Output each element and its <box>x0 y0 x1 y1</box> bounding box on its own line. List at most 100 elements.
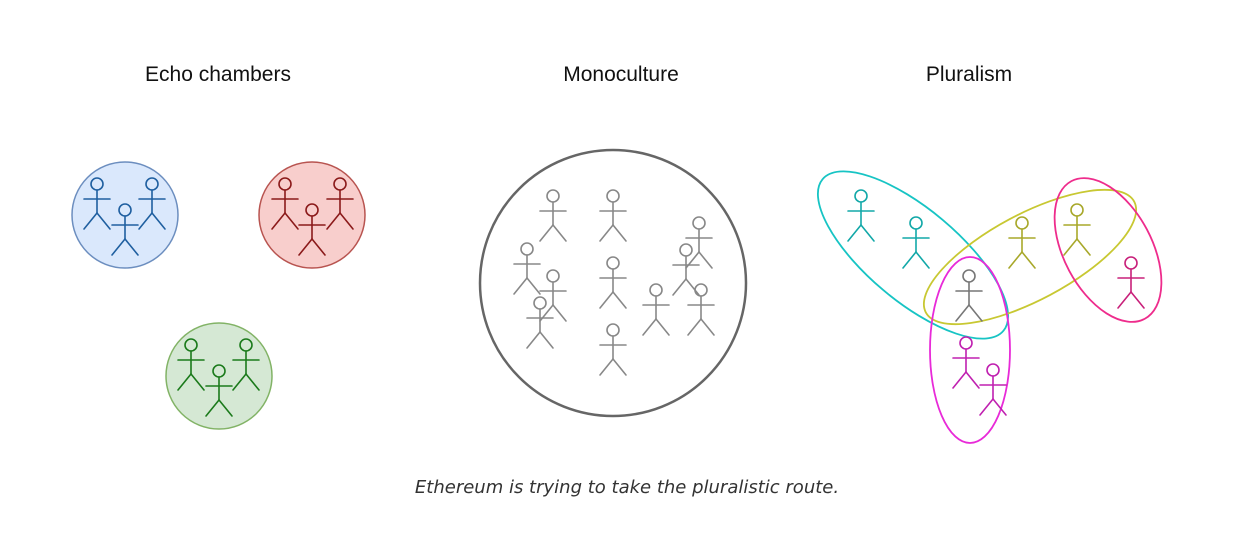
person-limb <box>526 331 541 349</box>
person-limb <box>612 358 627 376</box>
cyan-group-people <box>847 189 930 269</box>
green-person-icon <box>177 338 205 391</box>
person-limb <box>952 371 967 389</box>
olive-group-people <box>1008 203 1091 269</box>
person-head <box>1124 256 1138 270</box>
person-limb <box>902 251 917 269</box>
person-head <box>909 216 923 230</box>
cyan-person-icon <box>847 189 875 242</box>
person-limb <box>599 291 614 309</box>
person-limb <box>612 291 627 309</box>
person-limb <box>151 212 166 230</box>
person-limb <box>700 318 715 336</box>
red-group-people <box>271 177 354 256</box>
person-limb <box>860 224 875 242</box>
person-limb <box>190 373 205 391</box>
panel-title-monoculture: Monoculture <box>563 63 679 86</box>
pluralism-panel <box>816 170 1163 444</box>
person-limb <box>552 304 567 322</box>
person-limb <box>513 277 528 295</box>
echo-chambers-panel <box>71 161 366 430</box>
person-limb <box>687 318 702 336</box>
gray-person-icon <box>599 189 627 242</box>
person-limb <box>218 399 233 417</box>
person-limb <box>915 251 930 269</box>
person-limb <box>1008 251 1023 269</box>
person-limb <box>655 318 670 336</box>
person-limb <box>1063 238 1078 256</box>
gray-person-icon <box>513 242 541 295</box>
gray-person-icon <box>687 283 715 336</box>
pink-person-icon <box>1117 256 1145 309</box>
blue-person-icon <box>138 177 166 230</box>
person-limb <box>311 238 326 256</box>
person-limb <box>968 304 983 322</box>
person-head <box>854 189 868 203</box>
person-head <box>1015 216 1029 230</box>
shared-person-icon <box>955 269 983 322</box>
person-limb <box>138 212 153 230</box>
cyan-person-icon <box>902 216 930 269</box>
person-limb <box>1076 238 1091 256</box>
person-limb <box>232 373 247 391</box>
olive-person-icon <box>1063 203 1091 256</box>
person-head <box>1070 203 1084 217</box>
person-limb <box>245 373 260 391</box>
person-limb <box>526 277 541 295</box>
pink-group-people <box>1117 256 1145 309</box>
person-limb <box>599 224 614 242</box>
person-limb <box>992 398 1007 416</box>
person-limb <box>539 224 554 242</box>
pink-group-ellipse <box>1053 177 1163 323</box>
blue-group-people <box>83 177 166 256</box>
person-limb <box>284 212 299 230</box>
gray-person-icon <box>685 216 713 269</box>
person-limb <box>1130 291 1145 309</box>
gray-person-icon <box>539 189 567 242</box>
person-limb <box>124 238 139 256</box>
green-person-icon <box>205 364 233 417</box>
person-head <box>986 363 1000 377</box>
blue-person-icon <box>83 177 111 230</box>
person-limb <box>965 371 980 389</box>
person-limb <box>1021 251 1036 269</box>
monoculture-panel <box>478 148 748 418</box>
gray-person-icon <box>526 296 554 349</box>
person-limb <box>96 212 111 230</box>
gray-person-icon <box>642 283 670 336</box>
green-group-circle <box>165 322 273 430</box>
gray-person-icon <box>599 323 627 376</box>
person-limb <box>672 278 687 296</box>
magenta-person-icon <box>952 336 980 389</box>
red-person-icon <box>271 177 299 230</box>
person-head <box>962 269 976 283</box>
panel-title-pluralism: Pluralism <box>926 63 1012 86</box>
person-limb <box>339 212 354 230</box>
person-limb <box>698 251 713 269</box>
magenta-group-ellipse <box>929 256 1011 444</box>
blue-group-circle <box>71 161 179 269</box>
person-limb <box>642 318 657 336</box>
person-limb <box>271 212 286 230</box>
person-limb <box>111 238 126 256</box>
gray-person-icon <box>599 256 627 309</box>
monoculture-people <box>513 189 715 376</box>
green-group-people <box>177 338 260 417</box>
red-group-circle <box>258 161 366 269</box>
person-limb <box>599 358 614 376</box>
person-limb <box>298 238 313 256</box>
olive-person-icon <box>1008 216 1036 269</box>
olive-group-ellipse <box>922 188 1138 326</box>
cyan-group-ellipse <box>816 170 1010 340</box>
magenta-person-icon <box>979 363 1007 416</box>
person-limb <box>955 304 970 322</box>
person-limb <box>1117 291 1132 309</box>
person-limb <box>83 212 98 230</box>
person-limb <box>979 398 994 416</box>
red-person-icon <box>298 203 326 256</box>
person-limb <box>552 224 567 242</box>
person-limb <box>177 373 192 391</box>
person-head <box>959 336 973 350</box>
person-limb <box>539 331 554 349</box>
